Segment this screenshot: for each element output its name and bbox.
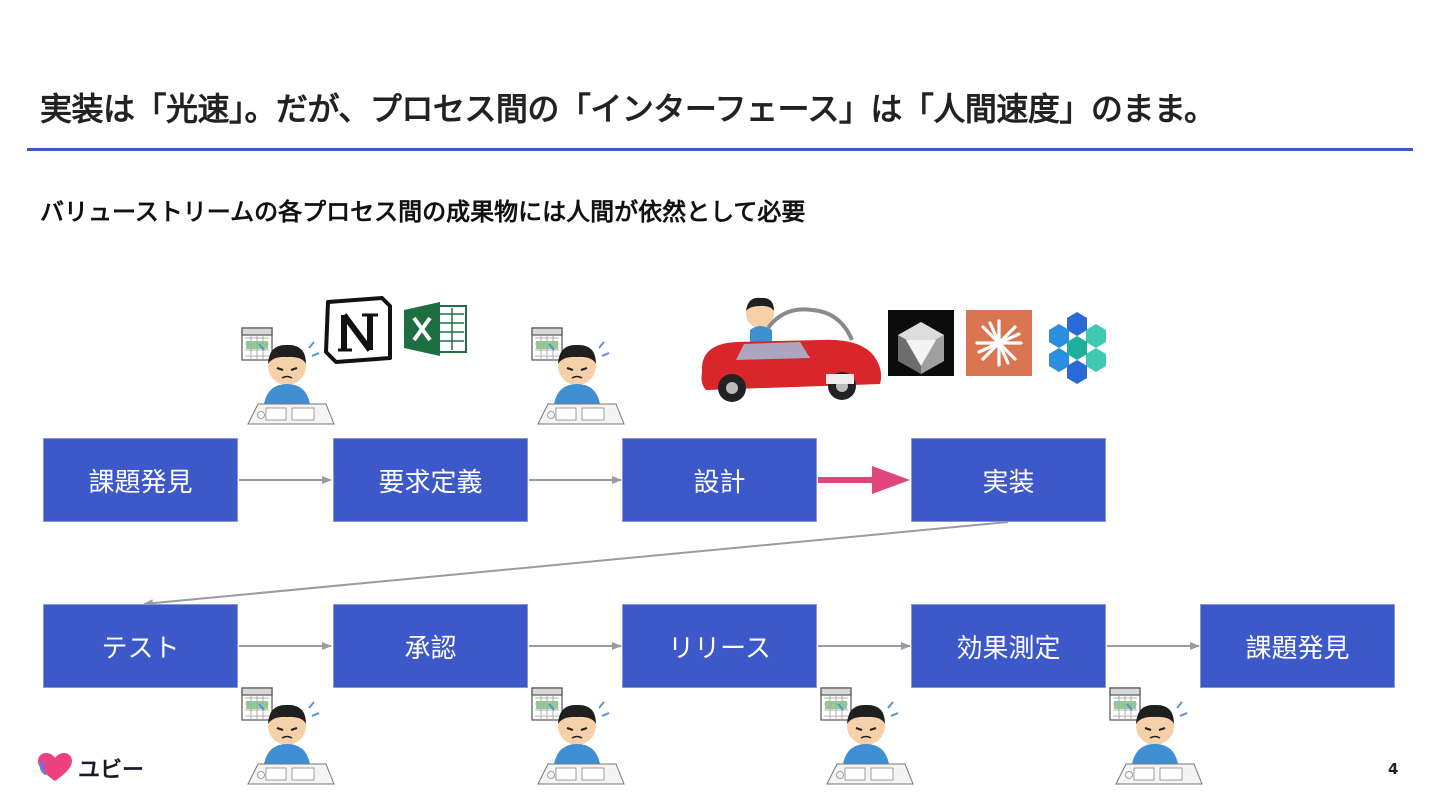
slide-title: 実装は「光速」。だが、プロセス間の「インターフェース」は「人間速度」のまま。 (40, 90, 1216, 128)
process-box-measurement: 効果測定 (911, 604, 1106, 688)
devin-logo-icon (1049, 312, 1106, 384)
page-number: 4 (1388, 760, 1399, 778)
excel-logo-icon (404, 302, 467, 356)
stressed-worker-icon (241, 687, 335, 785)
connector-4-5 (143, 521, 1009, 608)
fast-arrow (818, 466, 910, 494)
process-box-design: 設計 (622, 438, 817, 522)
claude-logo-icon (966, 310, 1032, 376)
process-box-implementation: 実装 (911, 438, 1106, 522)
stressed-worker-icon (531, 327, 625, 425)
stressed-worker-icon (1109, 687, 1203, 785)
heart-logo-icon (38, 753, 72, 781)
process-box-test: テスト (43, 604, 238, 688)
title-divider (27, 148, 1413, 151)
process-box-issue-discovery: 課題発見 (43, 438, 238, 522)
stressed-worker-icon (531, 687, 625, 785)
red-car-icon (701, 297, 882, 402)
process-box-requirements: 要求定義 (333, 438, 528, 522)
process-box-issue-discovery-2: 課題発見 (1200, 604, 1395, 688)
stressed-worker-icon (820, 687, 914, 785)
slide-subtitle: バリューストリームの各プロセス間の成果物には人間が依然として必要 (40, 198, 806, 226)
logo-text: ユビー (78, 758, 145, 783)
process-box-approval: 承認 (333, 604, 528, 688)
notion-logo-icon (324, 296, 392, 364)
stressed-worker-icon (241, 327, 335, 425)
ubie-logo: ユビー (36, 752, 144, 784)
process-box-release: リリース (622, 604, 817, 688)
cursor-logo-icon (888, 310, 954, 376)
